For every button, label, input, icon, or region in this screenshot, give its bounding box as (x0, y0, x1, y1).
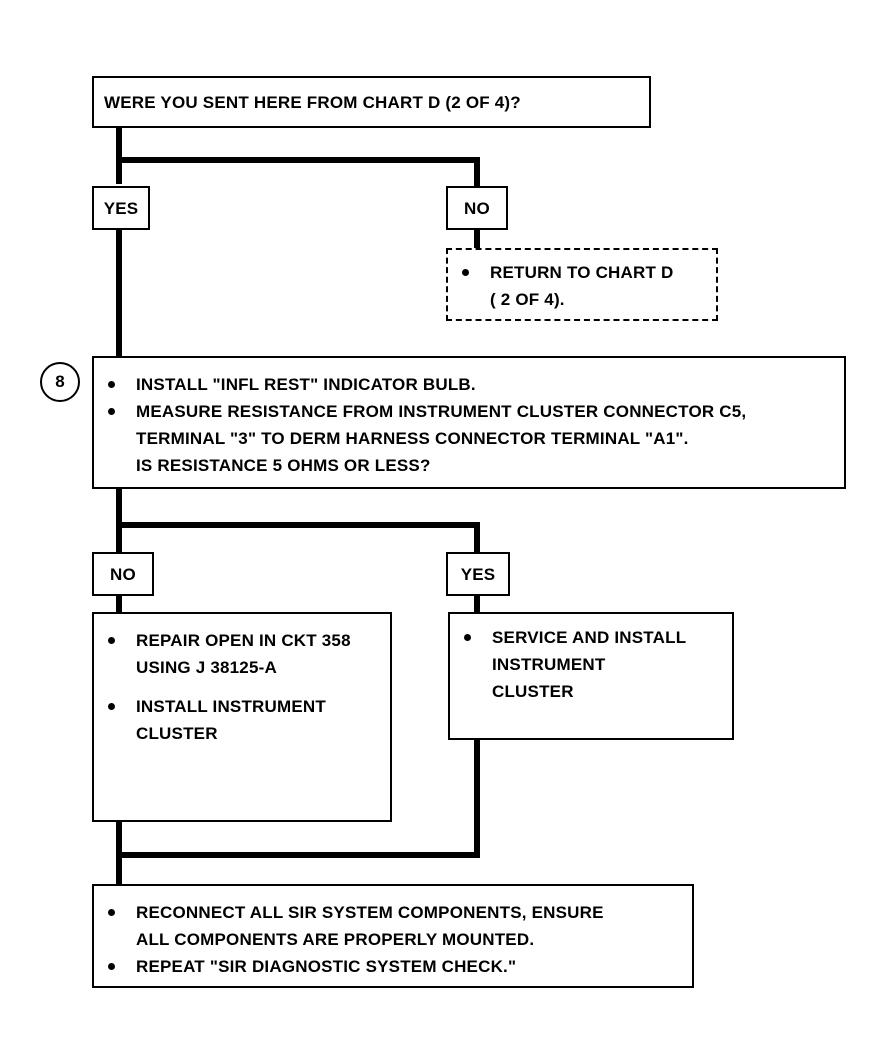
repair-open-box: REPAIR OPEN IN CKT 358 USING J 38125-A I… (92, 612, 392, 822)
service-line-2: INSTRUMENT (492, 655, 606, 674)
question-text: WERE YOU SENT HERE FROM CHART D (2 OF 4)… (104, 93, 521, 112)
step-number-8: 8 (40, 362, 80, 402)
connector-q1-no-down (474, 157, 480, 187)
question-sent-from-chart-d: WERE YOU SENT HERE FROM CHART D (2 OF 4)… (92, 76, 651, 128)
bullet-icon (108, 963, 115, 970)
connector-service-down (474, 738, 480, 858)
connector-yes2-to-service (474, 594, 480, 614)
service-install-box: SERVICE AND INSTALL INSTRUMENT CLUSTER (448, 612, 734, 740)
bullet-icon (462, 269, 469, 276)
q1-no-label: NO (446, 186, 508, 230)
step8-line-2: MEASURE RESISTANCE FROM INSTRUMENT CLUST… (136, 402, 747, 421)
connector-no2-to-repair (116, 594, 122, 614)
bullet-icon (464, 634, 471, 641)
step8-line-4: IS RESISTANCE 5 OHMS OR LESS? (136, 456, 431, 475)
reconnect-components-box: RECONNECT ALL SIR SYSTEM COMPONENTS, ENS… (92, 884, 694, 988)
connector-yes-to-step8 (116, 230, 122, 360)
connector-no-to-return (474, 230, 480, 250)
connector-step8-branch (116, 522, 480, 528)
q1-yes-label: YES (92, 186, 150, 230)
connector-step8-down (116, 486, 122, 552)
repair-line-3: INSTALL INSTRUMENT (136, 697, 326, 716)
connector-q1-branch (116, 157, 480, 163)
connector-q1-down (116, 124, 122, 184)
bullet-icon (108, 381, 115, 388)
service-line-3: CLUSTER (492, 682, 574, 701)
service-line-1: SERVICE AND INSTALL (492, 628, 687, 647)
return-to-chart-d-box: RETURN TO CHART D ( 2 OF 4). (446, 248, 718, 321)
bullet-icon (108, 408, 115, 415)
bullet-icon (108, 703, 115, 710)
connector-step8-yes-down (474, 522, 480, 554)
q2-yes-label: YES (446, 552, 510, 596)
step8-instruction-box: INSTALL "INFL REST" INDICATOR BULB. MEAS… (92, 356, 846, 489)
repair-line-2: USING J 38125-A (136, 658, 277, 677)
repair-line-1: REPAIR OPEN IN CKT 358 (136, 631, 351, 650)
bullet-icon (108, 909, 115, 916)
final-line-3: REPEAT "SIR DIAGNOSTIC SYSTEM CHECK." (136, 957, 517, 976)
repair-line-4: CLUSTER (136, 724, 218, 743)
return-line-2: ( 2 OF 4). (490, 290, 565, 309)
final-line-2: ALL COMPONENTS ARE PROPERLY MOUNTED. (136, 930, 535, 949)
final-line-1: RECONNECT ALL SIR SYSTEM COMPONENTS, ENS… (136, 903, 604, 922)
step8-line-1: INSTALL "INFL REST" INDICATOR BULB. (136, 375, 476, 394)
connector-merge (116, 852, 480, 858)
return-line-1: RETURN TO CHART D (490, 263, 674, 282)
q2-no-label: NO (92, 552, 154, 596)
step8-line-3: TERMINAL "3" TO DERM HARNESS CONNECTOR T… (136, 429, 689, 448)
bullet-icon (108, 637, 115, 644)
